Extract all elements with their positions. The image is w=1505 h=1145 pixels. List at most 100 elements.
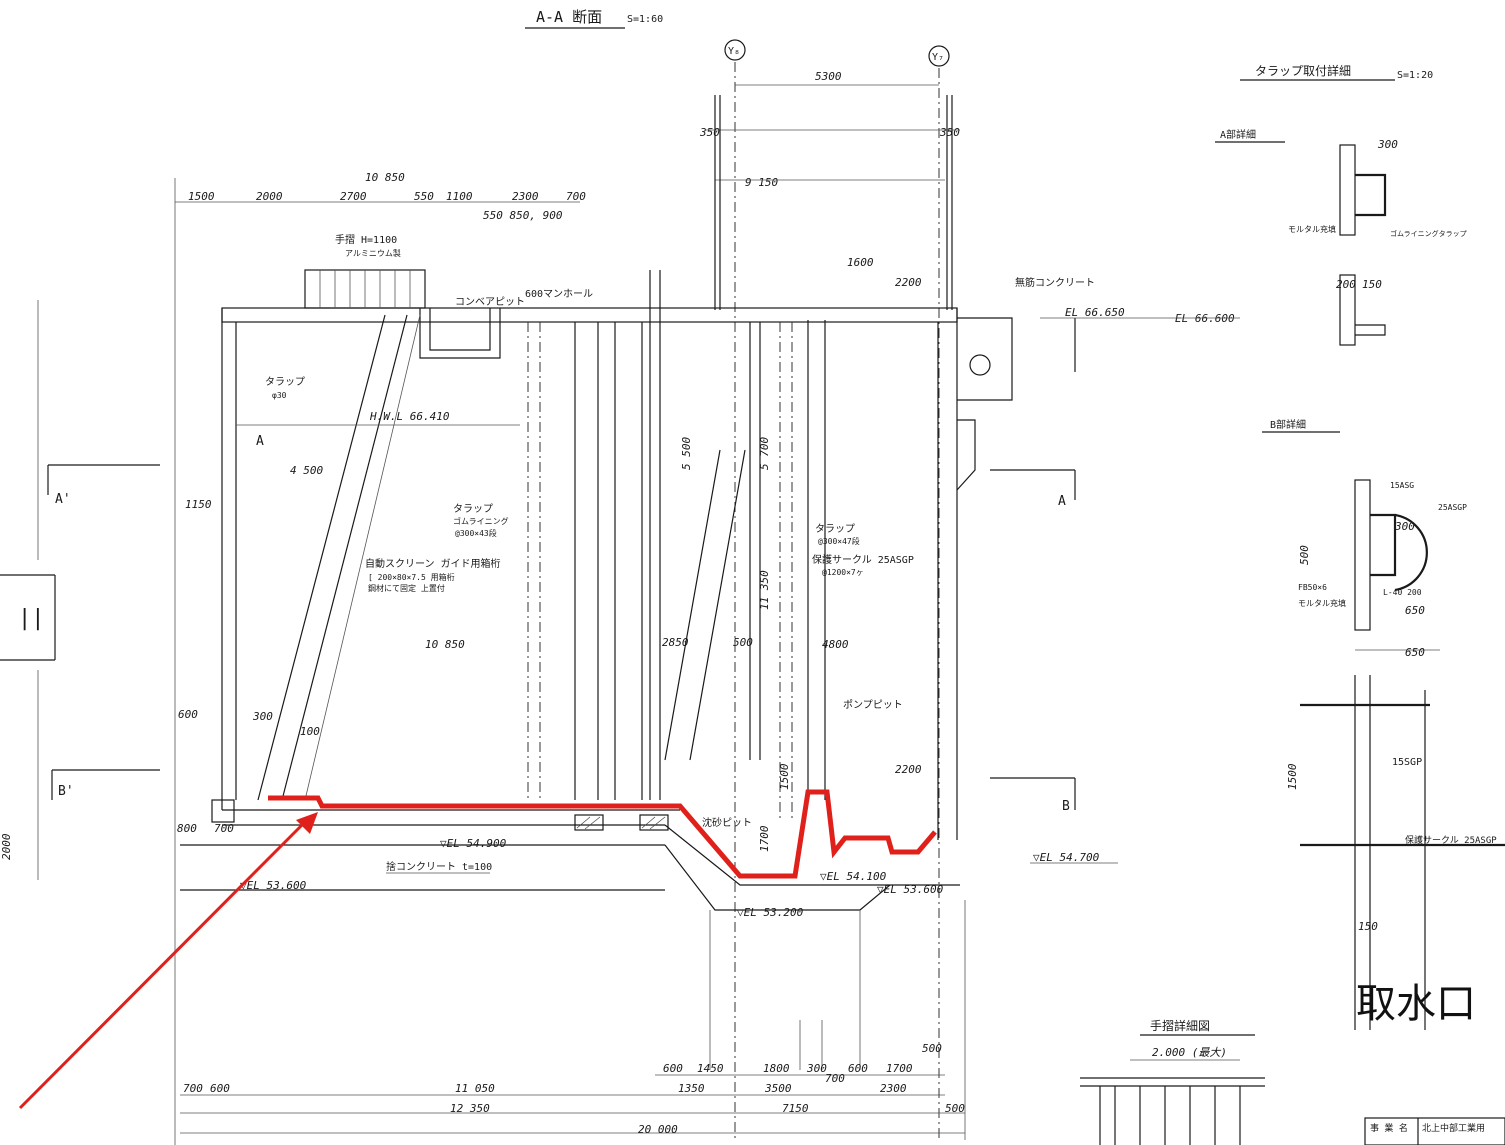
dim-5500: 5 500 [680,437,693,470]
b-detail-dim-650: 650 [1405,604,1425,617]
section-b-left: B' [58,784,74,799]
b-detail-25asgp: 25ASGP [1438,503,1467,512]
guard-detail-dim-150: 150 [1358,920,1378,933]
a-detail-dim-200: 200 [1336,278,1356,291]
section-scale: S=1:60 [627,14,663,25]
title-block-label: 事 業 名 [1370,1122,1408,1134]
dim-seg-1500: 1500 [188,190,215,203]
handrail-detail-title: 手摺詳細図 [1150,1018,1210,1033]
dim-overall-10850: 10 850 [365,171,405,184]
pump-pit-label: ポンプピット [843,699,903,711]
dim-b2-3500: 3500 [764,1082,792,1095]
trap3-pitch-label: @300×47段 [818,536,860,546]
sheet-name: 取水口 [1356,981,1476,1027]
a-detail-rubber-trap: ゴムライニングタラップ [1390,229,1467,238]
dim-4500: 4 500 [290,464,323,477]
dim-seg-2000: 2000 [256,190,283,203]
dim-b1-600: 600 [663,1062,683,1075]
b-detail-dim-300: 300 [1394,520,1415,533]
el-54900-label: ▽EL 54.900 [440,837,507,850]
dim-5300: 5300 [815,70,842,83]
trap-detail-scale: S=1:20 [1397,70,1433,81]
grid-marker-y7 [928,45,950,67]
b-detail-title: B部詳細 [1270,418,1306,431]
dim-700: 700 [214,822,234,835]
guard-detail-15sgp: 15SGP [1392,757,1422,768]
section-a-inner: A [256,434,264,449]
red-arrow [18,812,318,1110]
dim-b1-700: 700 [825,1072,845,1085]
dim-2850: 2850 [662,636,689,649]
a-detail-dim-300: 300 [1377,138,1398,151]
screen-label: 自動スクリーン ガイド用箱桁 [365,557,501,570]
el-53600b-label: ▽EL 53.600 [877,883,944,896]
dim-b2-600: 600 [210,1082,230,1095]
trap-label: タラップ [265,376,305,388]
dim-1600: 1600 [847,256,874,269]
b-detail-15asg: 15ASG [1390,481,1414,490]
dim-350-left: 350 [699,126,720,139]
dim-b2-700: 700 [183,1082,203,1095]
left-vertical-dim: 2000 [0,833,13,860]
grid-marker-y8-label: Y₈ [728,46,740,57]
guard-detail-dim-1500: 1500 [1286,763,1299,790]
title-block-value: 北上中部工業用 [1422,1122,1485,1134]
trap3-label: タラップ [815,523,855,535]
dim-seg-2700: 2700 [340,190,367,203]
main-structure [47,269,1076,1070]
dim-2200-bottom: 2200 [895,763,922,776]
manhole-label: 600マンホール [525,288,593,300]
dim-seg-1100: 1100 [446,190,473,203]
dim-350-right: 350 [939,126,960,139]
dim-seg-550-850-900: 550 850, 900 [483,209,563,222]
section-b-right: B [1062,799,1070,814]
sump-pit-label: 沈砂ピット [702,816,752,829]
dim-b3-12350: 12 350 [450,1102,490,1115]
dim-b1-500: 500 [922,1042,942,1055]
handrail-label: 手摺 H=1100 [335,233,397,246]
title-block: 事 業 名 北上中部工業用 [1364,1117,1505,1145]
el-54700-label: ▽EL 54.700 [1033,851,1100,864]
handrail-detail-span: 2.000 (最大) [1152,1046,1227,1059]
guard-detail-circle: 保護サークル 25ASGP [1405,834,1497,846]
b-detail-fb: FB50×6 [1298,583,1327,592]
dim-b3-7150: 7150 [782,1102,809,1115]
dim-1150: 1150 [185,498,212,511]
trap2-label: タラップ [453,503,493,515]
dim-b2-11050: 11 050 [455,1082,495,1095]
dim-2200-top: 2200 [895,276,922,289]
dim-b1-1800: 1800 [763,1062,790,1075]
a-detail-title: A部詳細 [1220,128,1256,141]
left-stub: || 2000 [0,300,56,880]
dim-800: 800 [177,822,197,835]
guard-label: 保護サークル 25ASGP [812,553,914,566]
red-highlight-floor-line [268,789,937,879]
trap-detail-title: タラップ取付詳細 [1255,63,1351,78]
section-a-right: A [1058,494,1066,509]
conveyor-pit-label: コンベアピット [455,296,525,308]
handrail-detail: 手摺詳細図 2.000 (最大) [1080,1018,1265,1145]
dim-5700: 5 700 [758,437,771,470]
grid-marker-y8 [724,39,746,61]
grid-markers: Y₈ Y₇ [724,39,950,1140]
guard-pitch-label: @1200×7ヶ [822,568,864,577]
dim-b2-2300: 2300 [880,1082,907,1095]
drawing-title: A-A 断面 S=1:60 [525,8,663,29]
dim-b1-1450: 1450 [697,1062,724,1075]
dim-seg-550: 550 [414,190,434,203]
el-54100-label: ▽EL 54.100 [820,870,887,883]
top-dimension-lines: 5300 350 350 9 150 10 850 1500 2000 2700… [174,70,960,1145]
el-6600-label: EL 66.600 [1175,312,1235,325]
a-detail-dim-150: 150 [1362,278,1382,291]
section-title: A-A 断面 [536,8,602,26]
dim-1700: 1700 [758,825,771,852]
dim-500: 500 [733,636,753,649]
hwl-label: H.W.L 66.410 [369,410,450,423]
screen-sub-label: [ 200×80×7.5 用箱桁 [368,572,455,582]
a-detail-mortar: モルタル充填 [1288,224,1336,234]
trap-detail: タラップ取付詳細 S=1:20 A部詳細 300 モルタル充填 ゴムライニングタ… [1215,63,1505,1030]
el-53200-label: ▽EL 53.200 [737,906,804,919]
el-6650-label: EL 66.650 [1065,306,1125,319]
b-detail-mortar: モルタル充填 [1298,598,1346,608]
